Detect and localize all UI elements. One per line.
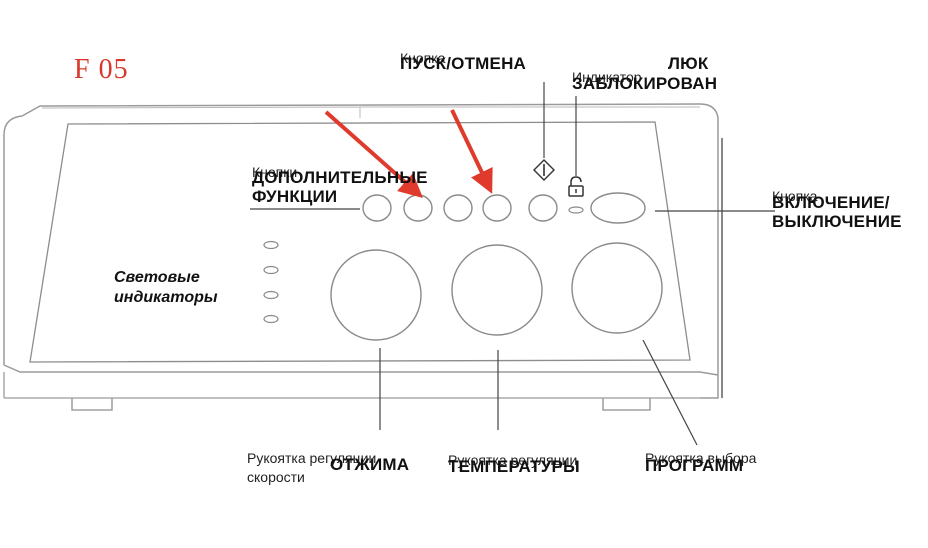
light-indicators-label-line1: Световые — [114, 269, 200, 286]
red-arrow-1 — [324, 110, 423, 198]
spin-label: ОТЖИМА — [330, 455, 410, 474]
power-button[interactable] — [590, 192, 646, 224]
spin-small-label-line2: скорости — [247, 469, 305, 485]
indicator-led-1 — [263, 240, 279, 250]
panel-top-edge — [41, 106, 700, 118]
door-lock-led — [568, 206, 584, 214]
temperature-small-label: Рукоятка регуляции — [448, 452, 578, 468]
power-small-label: Кнопка — [772, 188, 818, 204]
door-locked-label-line2: ЗАБЛОКИРОВАН — [572, 74, 718, 93]
start-cancel-label: ПУСК/ОТМЕНА — [400, 54, 527, 73]
temperature-label: ТЕМПЕРАТУРЫ — [448, 457, 580, 476]
power-label-line1: ВКЛЮЧЕНИЕ/ — [772, 193, 890, 212]
panel-foot-left — [71, 398, 113, 411]
light-indicators-label-line2: индикаторы — [114, 289, 218, 306]
start-cancel-small-label: Кнопка — [400, 50, 446, 66]
temperature-knob[interactable] — [451, 244, 543, 336]
power-label-line2: ВЫКЛЮЧЕНИЕ — [772, 212, 902, 231]
spin-knob[interactable] — [330, 249, 422, 341]
extra-function-button-3[interactable] — [443, 194, 473, 222]
red-arrow-2 — [450, 109, 493, 194]
door-locked-small-label: Индикатор — [572, 69, 642, 85]
panel-foot-right — [602, 398, 651, 411]
extra-functions-label-line2: ФУНКЦИИ — [252, 187, 338, 206]
extra-function-button-1[interactable] — [362, 194, 392, 222]
padlock-icon — [568, 176, 584, 197]
extra-function-button-4[interactable] — [482, 194, 512, 222]
program-small-label: Рукоятка выбора — [645, 450, 757, 466]
extra-functions-small-label: Кнопки — [252, 164, 298, 180]
leader-program — [642, 339, 698, 446]
door-locked-label-line1: ЛЮК — [668, 54, 709, 73]
diamond-start-icon — [533, 159, 555, 181]
start-cancel-button[interactable] — [528, 194, 558, 222]
indicator-led-3 — [263, 290, 279, 300]
program-label: ПРОГРАММ — [645, 456, 744, 475]
indicator-led-2 — [263, 265, 279, 275]
indicator-led-4 — [263, 314, 279, 324]
panel-outline — [3, 103, 719, 399]
program-knob[interactable] — [571, 242, 663, 334]
spin-small-label-line1: Рукоятка регуляции — [247, 450, 377, 466]
extra-function-button-2[interactable] — [403, 194, 433, 222]
extra-functions-label-line1: ДОПОЛНИТЕЛЬНЫЕ — [252, 168, 428, 187]
error-code: F 05 — [74, 54, 129, 85]
